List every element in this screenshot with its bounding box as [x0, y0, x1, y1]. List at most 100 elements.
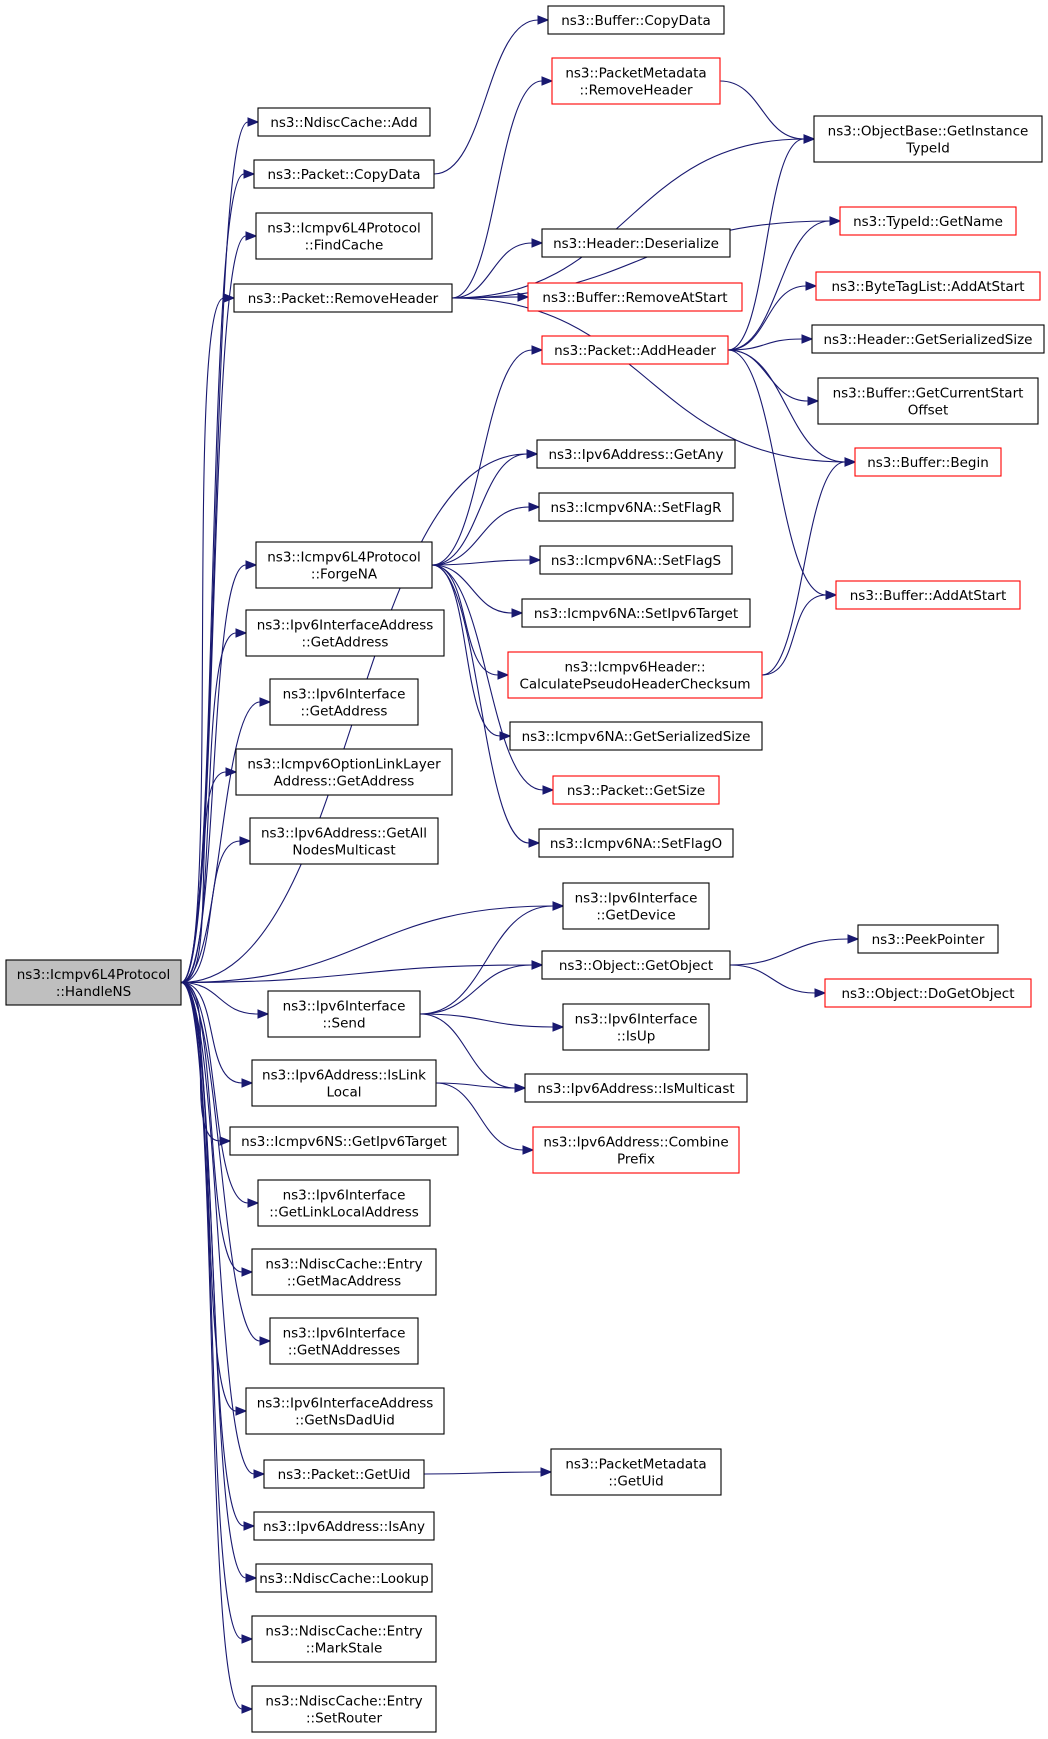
node-label: ns3::NdiscCache::Entry: [265, 1257, 422, 1273]
node-ismulticast[interactable]: ns3::Ipv6Address::IsMulticast: [524, 1073, 748, 1103]
node-label: ns3::Icmpv6NA::SetFlagR: [550, 500, 721, 516]
edge-forgena-to-pkt_getsize: [431, 564, 555, 795]
node-getnsdaduid[interactable]: ns3::Ipv6InterfaceAddress::GetNsDadUid: [245, 1387, 445, 1435]
node-box: [532, 1126, 740, 1174]
node-pkt_getsize[interactable]: ns3::Packet::GetSize: [552, 775, 720, 805]
node-obj_getobject[interactable]: ns3::Object::GetObject: [541, 950, 731, 980]
node-box: [562, 1003, 710, 1051]
node-bytetag_addatstart[interactable]: ns3::ByteTagList::AddAtStart: [815, 271, 1041, 301]
node-label: ns3::Packet::AddHeader: [554, 343, 716, 359]
node-na_setflagr[interactable]: ns3::Icmpv6NA::SetFlagR: [538, 492, 734, 522]
edge-calcpseudo-to-buf_begin: [761, 457, 857, 676]
edge-forgena-to-getany: [431, 449, 539, 566]
node-buf_addatstart[interactable]: ns3::Buffer::AddAtStart: [835, 580, 1021, 610]
node-box: [5, 959, 182, 1006]
node-label: ns3::Ipv6InterfaceAddress: [257, 1396, 434, 1412]
node-getnaddr[interactable]: ns3::Ipv6Interface::GetNAddresses: [269, 1317, 419, 1365]
node-getany[interactable]: ns3::Ipv6Address::GetAny: [536, 439, 736, 469]
node-pkt_copydata[interactable]: ns3::Packet::CopyData: [253, 159, 435, 189]
node-label: ns3::NdiscCache::Lookup: [259, 1571, 429, 1587]
edge-root-to-nd_lookup: [180, 981, 258, 1583]
node-na_settarget[interactable]: ns3::Icmpv6NA::SetIpv6Target: [521, 598, 751, 628]
node-iface_getdevice[interactable]: ns3::Ipv6Interface::GetDevice: [562, 882, 710, 930]
node-obj_dogetobject[interactable]: ns3::Object::DoGetObject: [824, 978, 1032, 1008]
node-label: ns3::Ipv6Interface: [575, 1012, 698, 1028]
edge-root-to-iface_getdevice: [180, 901, 565, 984]
node-box: [521, 598, 751, 628]
node-iface_isup[interactable]: ns3::Ipv6Interface::IsUp: [562, 1003, 710, 1051]
node-entry_markstale[interactable]: ns3::NdiscCache::Entry::MarkStale: [251, 1615, 437, 1663]
node-label: ns3::Icmpv6NA::SetIpv6Target: [534, 606, 738, 622]
node-label: ns3::Ipv6Interface: [283, 1188, 406, 1204]
node-forgena[interactable]: ns3::Icmpv6L4Protocol::ForgeNA: [255, 541, 433, 589]
node-peekpointer[interactable]: ns3::PeekPointer: [857, 924, 999, 954]
node-label: ns3::ObjectBase::GetInstance: [828, 124, 1029, 140]
node-label: ns3::Icmpv6NA::GetSerializedSize: [522, 729, 751, 745]
edge-root-to-ifaddr_getaddr: [180, 628, 248, 984]
node-iface_getaddr[interactable]: ns3::Ipv6Interface::GetAddress: [269, 678, 419, 726]
node-findcache[interactable]: ns3::Icmpv6L4Protocol::FindCache: [255, 212, 433, 260]
node-na_setflags[interactable]: ns3::Icmpv6NA::SetFlagS: [539, 545, 733, 575]
edge-forgena-to-na_setflags: [431, 555, 542, 566]
edge-iface_send-to-iface_getdevice: [419, 901, 565, 1015]
edge-root-to-optlink_getaddr: [180, 767, 238, 984]
node-meta_getuid[interactable]: ns3::PacketMetadata::GetUid: [550, 1448, 722, 1496]
node-pkt_addheader[interactable]: ns3::Packet::AddHeader: [541, 335, 729, 365]
node-box: [835, 580, 1021, 610]
node-label: ns3::Buffer::GetCurrentStart: [833, 386, 1024, 402]
node-box: [251, 1059, 437, 1107]
node-label: ns3::Icmpv6L4Protocol: [17, 967, 171, 983]
node-label: ns3::NdiscCache::Entry: [265, 1694, 422, 1710]
node-box: [524, 1073, 748, 1103]
edge-root-to-pkt_removeheader: [180, 293, 236, 984]
edge-iface_send-to-obj_getobject: [419, 960, 544, 1015]
node-getlinklocal[interactable]: ns3::Ipv6Interface::GetLinkLocalAddress: [257, 1179, 431, 1227]
node-hdr_getsersize[interactable]: ns3::Header::GetSerializedSize: [811, 324, 1045, 354]
node-iface_send[interactable]: ns3::Ipv6Interface::Send: [267, 990, 421, 1038]
node-isany[interactable]: ns3::Ipv6Address::IsAny: [253, 1511, 435, 1541]
node-buf_copydata[interactable]: ns3::Buffer::CopyData: [547, 5, 725, 35]
node-buf_removeatstart[interactable]: ns3::Buffer::RemoveAtStart: [527, 282, 743, 312]
node-box: [257, 107, 431, 137]
node-label: ns3::PeekPointer: [872, 932, 985, 948]
node-box: [269, 678, 419, 726]
node-ifaddr_getaddr[interactable]: ns3::Ipv6InterfaceAddress::GetAddress: [245, 609, 445, 657]
node-hdr_deserialize[interactable]: ns3::Header::Deserialize: [541, 228, 731, 258]
edge-root-to-entry_setrouter: [180, 981, 254, 1714]
node-optlink_getaddr[interactable]: ns3::Icmpv6OptionLinkLayerAddress::GetAd…: [235, 748, 453, 796]
node-box: [538, 828, 734, 858]
node-label: ns3::Packet::GetUid: [278, 1467, 411, 1483]
edge-root-to-isany: [180, 981, 256, 1531]
node-box: [854, 447, 1002, 477]
node-na_getsersize[interactable]: ns3::Icmpv6NA::GetSerializedSize: [509, 721, 763, 751]
node-ns_gettarget[interactable]: ns3::Icmpv6NS::GetIpv6Target: [229, 1126, 459, 1156]
node-na_setflago[interactable]: ns3::Icmpv6NA::SetFlagO: [538, 828, 734, 858]
node-root[interactable]: ns3::Icmpv6L4Protocol::HandleNS: [5, 959, 182, 1006]
node-entry_getmac[interactable]: ns3::NdiscCache::Entry::GetMacAddress: [251, 1248, 437, 1296]
node-nd_add[interactable]: ns3::NdiscCache::Add: [257, 107, 431, 137]
node-nd_lookup[interactable]: ns3::NdiscCache::Lookup: [255, 1563, 433, 1593]
node-box: [245, 1387, 445, 1435]
node-label: ::GetAddress: [302, 635, 389, 651]
node-buf_begin[interactable]: ns3::Buffer::Begin: [854, 447, 1002, 477]
node-typeid_getname[interactable]: ns3::TypeId::GetName: [839, 206, 1017, 236]
edge-iface_send-to-iface_isup: [419, 1013, 565, 1032]
node-meta_removeheader[interactable]: ns3::PacketMetadata::RemoveHeader: [551, 57, 721, 105]
node-label: ns3::Header::Deserialize: [553, 236, 719, 252]
node-calcpseudo[interactable]: ns3::Icmpv6Header::CalculatePseudoHeader…: [507, 651, 763, 699]
node-pkt_removeheader[interactable]: ns3::Packet::RemoveHeader: [233, 283, 453, 313]
node-box: [253, 1511, 435, 1541]
node-label: Address::GetAddress: [274, 774, 415, 790]
node-entry_setrouter[interactable]: ns3::NdiscCache::Entry::SetRouter: [251, 1685, 437, 1733]
node-box: [538, 492, 734, 522]
node-label: ns3::NdiscCache::Add: [270, 115, 417, 131]
node-pkt_getuid[interactable]: ns3::Packet::GetUid: [263, 1459, 425, 1489]
edge-forgena-to-na_settarget: [431, 564, 524, 618]
node-label: ns3::ByteTagList::AddAtStart: [831, 279, 1024, 295]
edge-root-to-getnsdaduid: [180, 981, 248, 1416]
